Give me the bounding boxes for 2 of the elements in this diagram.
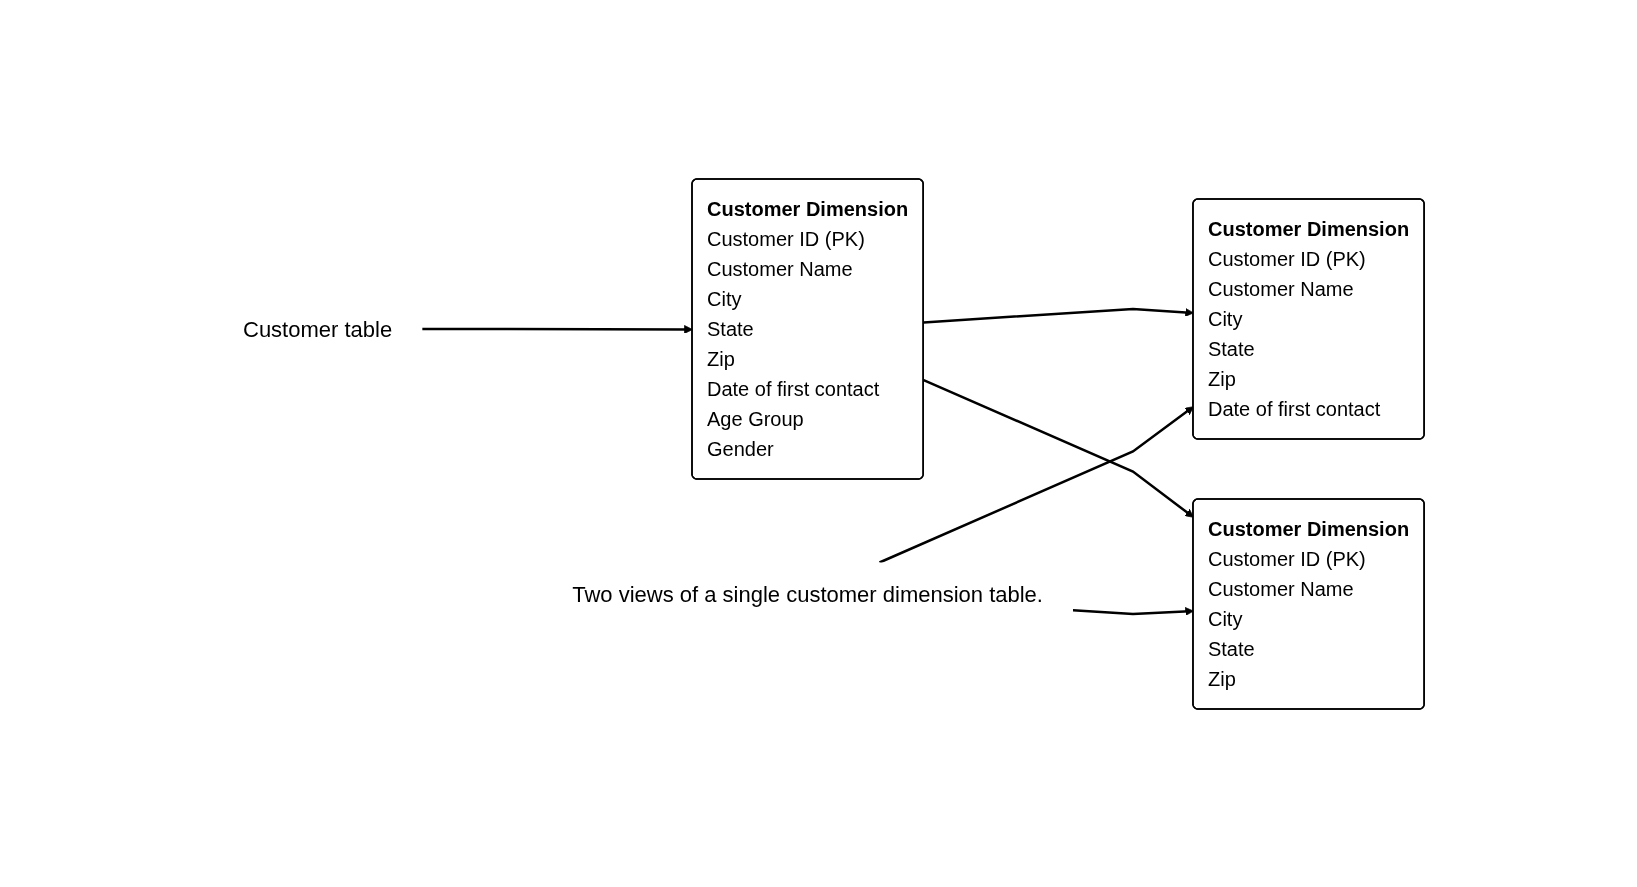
node-text: Customer table	[242, 316, 393, 341]
node-text: Two views of a single customer dimension table.	[572, 581, 1043, 606]
